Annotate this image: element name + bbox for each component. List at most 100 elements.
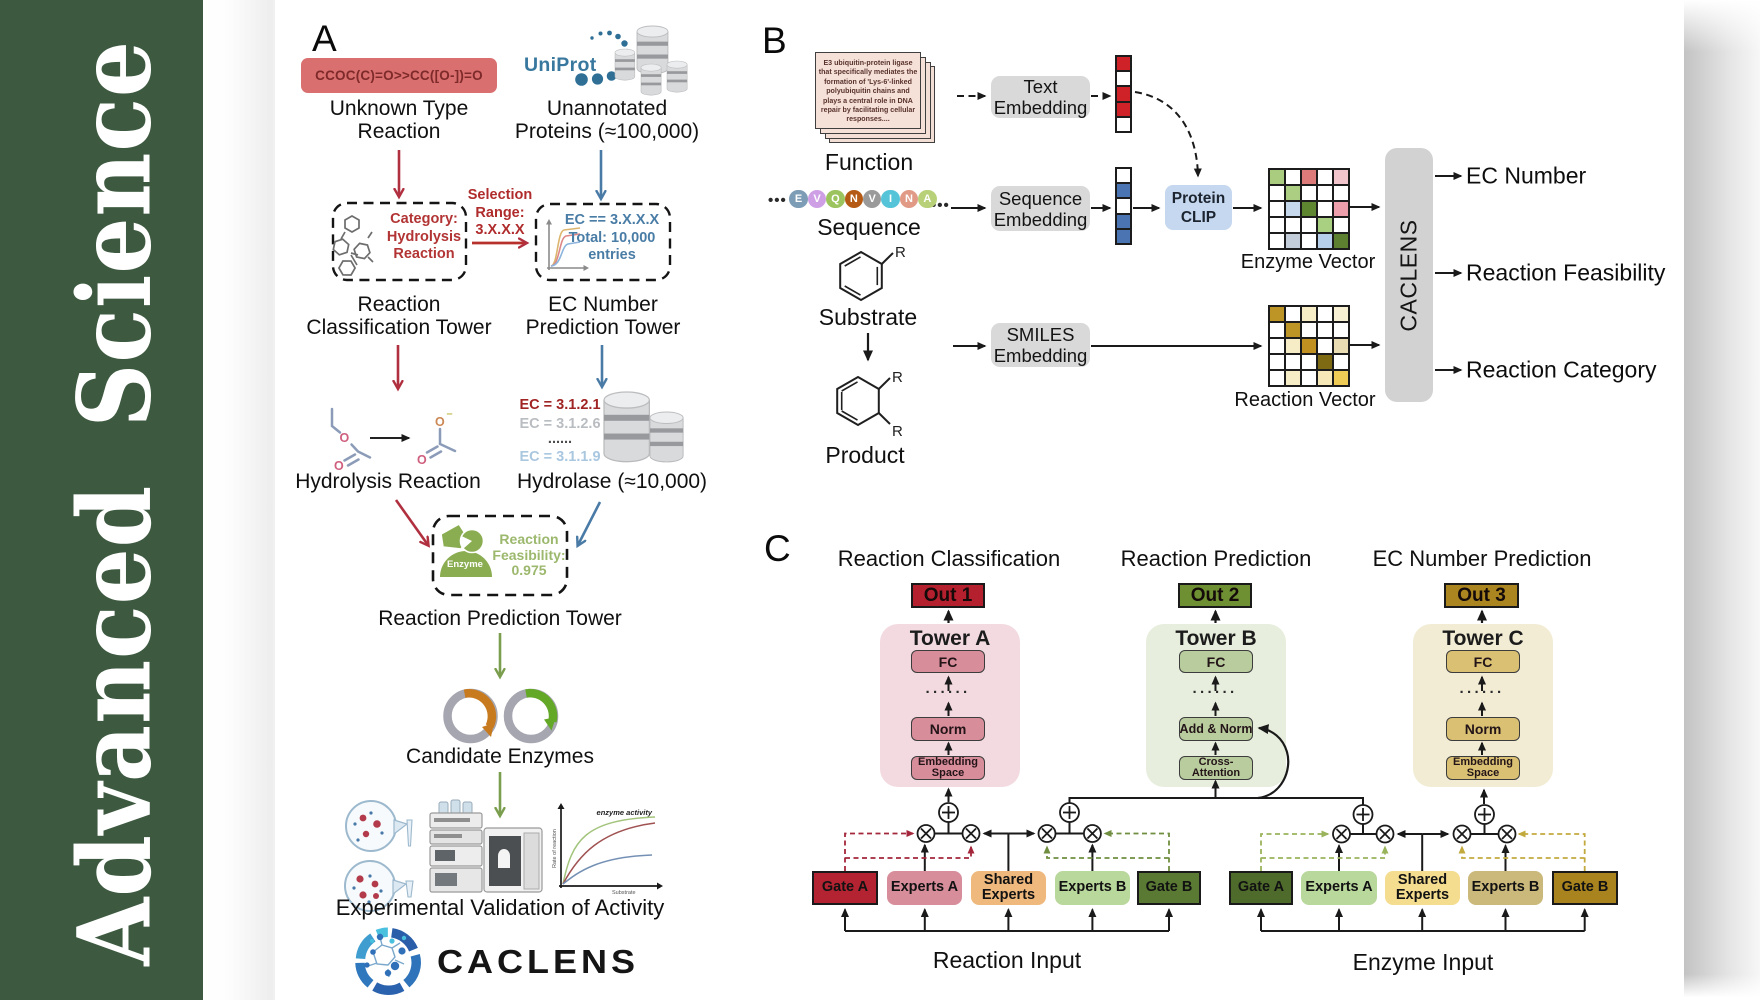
function-text-line: repair by facilitating cellular: [820, 106, 916, 115]
category-line1: Category:: [390, 211, 458, 227]
caclens-model-box: CACLENS: [1385, 148, 1433, 402]
protein-clip-line2: CLIP: [1180, 208, 1217, 226]
ester-oxygen-label: O: [340, 431, 350, 445]
text-embedding-line2: Embedding: [993, 97, 1088, 118]
function-text-line: E3 ubiquitin-protein ligase: [823, 59, 913, 67]
vector-cell: [1116, 86, 1131, 102]
unknown-type-caption: Unknown Type Reaction: [330, 97, 469, 143]
residue-circle-v-1: V: [807, 189, 827, 208]
out2-box: Out 2: [1178, 583, 1252, 608]
moe-left-gate-b-dashes: [1043, 830, 1170, 871]
grid-cell: [1269, 354, 1285, 370]
reaction-input-caption: Reaction Input: [932, 947, 1082, 973]
grid-cell: [1333, 338, 1349, 354]
text-embedding-line1: Text: [1023, 76, 1058, 97]
moe-right-shared-line1: Shared: [1397, 871, 1448, 888]
grid-cell: [1301, 306, 1317, 322]
tower-c-dots: ······: [1459, 684, 1505, 701]
tower-c-embedding-line2: Space: [1466, 767, 1500, 779]
acetate-charge-label: –: [447, 408, 453, 420]
sequence-embedding-line1: Sequence: [998, 187, 1083, 209]
kinetics-title: enzyme activity: [597, 808, 653, 817]
function-text-line: responses....: [846, 115, 890, 124]
grid-cell: [1269, 338, 1285, 354]
classification-tower-line2: Classification Tower: [306, 316, 492, 339]
tower-a-title: Tower A: [909, 627, 991, 650]
acetate-carbonyl-oxygen-label: O: [417, 453, 427, 467]
moe-right-experts-a: Experts A: [1301, 871, 1377, 905]
enzyme-vector-grid: [1268, 168, 1350, 250]
category-line3: Reaction: [393, 246, 455, 262]
shadow-fade-top: [1684, 0, 1760, 52]
ec-tower-line1: EC Number: [548, 293, 658, 316]
reaction-vector-caption: Reaction Vector: [1234, 389, 1376, 411]
ec-tower-caption: EC Number Prediction Tower: [526, 293, 681, 339]
product-caption: Product: [825, 442, 905, 468]
vector-cell: [1116, 168, 1131, 184]
tower-c-norm-box: Norm: [1446, 717, 1520, 741]
reaction-vector-grid: [1268, 305, 1350, 387]
hydrolase-database-icon: [603, 391, 684, 463]
experimental-validation-caption: Experimental Validation of Activity: [335, 895, 665, 920]
moe-left-shared-experts: Shared Experts: [971, 871, 1046, 905]
grid-cell: [1301, 354, 1317, 370]
grid-cell: [1317, 233, 1333, 249]
grid-cell: [1269, 169, 1285, 185]
tower-c-fc-label: FC: [1473, 653, 1493, 670]
output-ec-number: EC Number: [1466, 162, 1587, 189]
tower-b-fc-box: FC: [1179, 650, 1253, 673]
tower-b-fc-label: FC: [1206, 653, 1226, 670]
hplc-instrument-icon: [429, 799, 543, 893]
moe-left-shared-line2: Experts: [981, 887, 1036, 903]
grid-cell: [1269, 185, 1285, 201]
tower-a-fc-label: FC: [938, 653, 958, 670]
tower-b-title: Tower B: [1175, 627, 1257, 650]
protein-clip-box: Protein CLIP: [1165, 185, 1232, 230]
tower-b-addnorm-label: Add & Norm: [1179, 722, 1253, 736]
residue-circle-n-6: N: [899, 189, 919, 208]
shadow-fade-bottom: [1684, 974, 1760, 1000]
grid-cell: [1285, 306, 1301, 322]
kinetics-ylabel: Rate of reaction: [552, 829, 558, 868]
grid-cell: [1301, 201, 1317, 217]
moe-left-gate-a: Gate A: [812, 871, 878, 905]
tower-a-embedding-box: Embedding Space: [911, 756, 985, 780]
unknown-type-line2: Reaction: [357, 120, 441, 143]
ec-selection-line3: entries: [588, 247, 636, 263]
grid-cell: [1333, 306, 1349, 322]
tower-a-norm-label: Norm: [929, 721, 967, 737]
grid-cell: [1269, 370, 1285, 386]
tower-a-dots: ······: [925, 684, 971, 701]
residue-circle-v-4: V: [863, 189, 882, 208]
tower-b-cross-line2: Attention: [1191, 767, 1241, 779]
selection-line2: Range:: [475, 204, 525, 221]
feasibility-label: Reaction Feasibility: 0.975: [492, 531, 565, 579]
grid-cell: [1333, 201, 1349, 217]
tower-b-dots: ······: [1192, 684, 1238, 701]
panel-c-label: C: [764, 528, 791, 569]
vector-cell: [1116, 183, 1131, 199]
grid-cell: [1333, 370, 1349, 386]
feasibility-line3: 0.975: [511, 562, 547, 578]
page-sheet-front: E3 ubiquitin-protein ligase that specifi…: [815, 52, 921, 129]
acetate-molecule-icon: [425, 427, 457, 459]
grid-cell: [1333, 233, 1349, 249]
grid-cell: [1301, 233, 1317, 249]
product-molecule-icon: [836, 375, 891, 427]
substrate-r-label: R: [895, 244, 906, 261]
sequence-ellipsis-left: •••: [768, 192, 787, 209]
moe-left-experts-b-label: Experts B: [1058, 879, 1127, 896]
grid-cell: [1285, 338, 1301, 354]
panel-a-label: A: [312, 18, 337, 59]
arrow-hydrolysis-to-prediction: [394, 499, 428, 545]
grid-cell: [1317, 370, 1333, 386]
grid-cell: [1317, 185, 1333, 201]
grid-cell: [1269, 217, 1285, 233]
arrow-hydrolase-to-prediction: [578, 501, 602, 545]
enzyme-input-caption: Enzyme Input: [1352, 949, 1494, 975]
grid-cell: [1301, 322, 1317, 338]
tower-c-embedding-box: Embedding Space: [1446, 756, 1520, 780]
moe-left-gate-a-label: Gate A: [821, 879, 869, 896]
moe-left-gate-b: Gate B: [1137, 871, 1201, 905]
page-right-shadow: [1684, 0, 1760, 1000]
